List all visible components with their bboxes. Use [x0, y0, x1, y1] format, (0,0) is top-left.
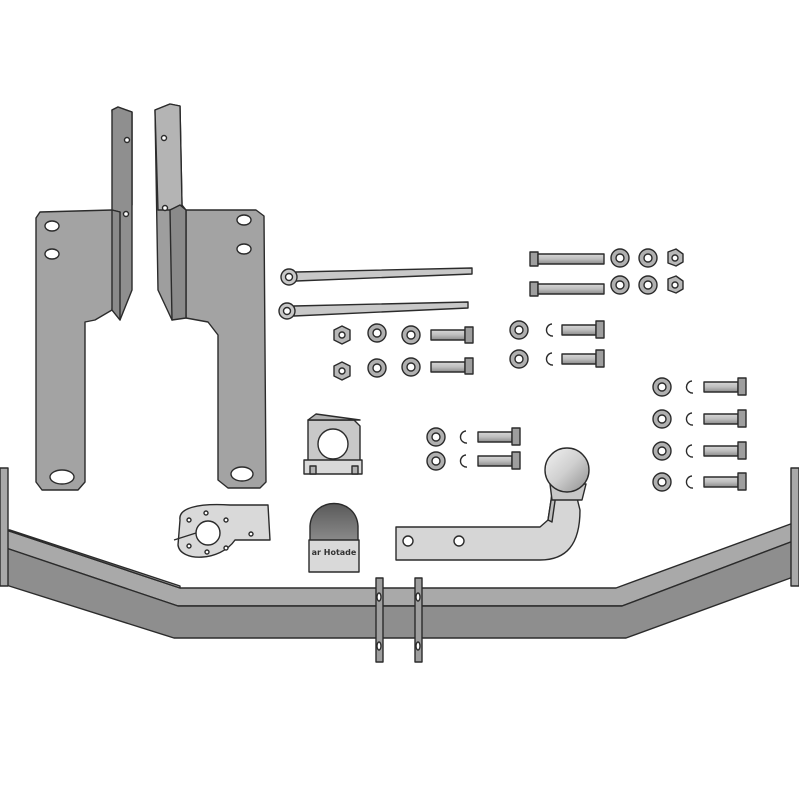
left-bracket: [35, 106, 133, 491]
cap-label: ar Hotade: [312, 548, 357, 557]
bolt-washer-set-c: [509, 320, 605, 340]
tie-rod-upper: [280, 267, 473, 286]
ball-cap: ar Hotade: [308, 502, 360, 573]
bolt-washer-set-hook: [426, 427, 521, 471]
crossbar: [0, 467, 799, 639]
bolt-nut-set-b: [333, 357, 474, 381]
bolt-washer-set-d: [509, 349, 605, 369]
bolt-column-right: [652, 377, 747, 492]
crossbar-center-tabs: [375, 577, 423, 663]
socket-plate: [173, 503, 271, 558]
right-bracket: [154, 103, 267, 489]
tie-rod-lower: [278, 301, 469, 320]
ball-hook: [395, 447, 590, 561]
long-bolt-set: [529, 248, 684, 297]
bolt-nut-set-a: [333, 323, 474, 345]
socket-bracket: [303, 413, 363, 475]
